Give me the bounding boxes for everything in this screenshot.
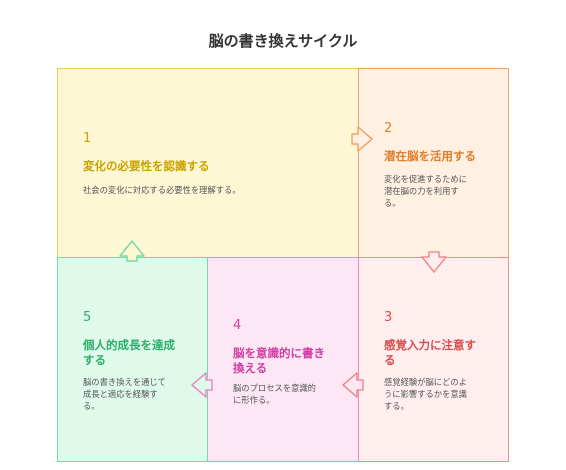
step-5-heading: 個人的成長を達成 する (83, 338, 175, 367)
step-4-description: 脳のプロセスを意識的 に形作る。 (233, 383, 316, 405)
step-4-number: 4 (233, 318, 242, 333)
step-4-box: 4 脳を意識的に書き 換える 脳のプロセスを意識的 に形作る。 (207, 257, 359, 462)
step-1-heading: 変化の必要性を認識する (83, 159, 210, 173)
arrow-left-icon (342, 372, 364, 398)
step-5-number: 5 (83, 310, 92, 325)
step-1-description: 社会の変化に対応する必要性を理解する。 (83, 185, 241, 195)
step-5-box: 5 個人的成長を達成 する 脳の書き換えを通じて 成長と適応を経験す る。 (57, 257, 208, 462)
step-2-heading: 潜在脳を活用する (384, 149, 476, 163)
step-2-box: 2 潜在脳を活用する 変化を促進するために 潜在脳の力を利用す る。 (358, 68, 509, 258)
step-1-box: 1 変化の必要性を認識する 社会の変化に対応する必要性を理解する。 (57, 68, 359, 258)
arrow-left-icon (191, 372, 213, 398)
arrow-up-icon (119, 240, 145, 262)
step-2-description: 変化を促進するために 潜在脳の力を利用す る。 (384, 174, 467, 208)
arrow-down-icon (421, 251, 447, 273)
step-2-number: 2 (384, 121, 393, 136)
step-3-box: 3 感覚入力に注意す る 感覚経験が脳にどのよ うに影響するかを意識 する。 (358, 257, 509, 462)
step-3-heading: 感覚入力に注意す る (384, 338, 476, 367)
step-5-description: 脳の書き換えを通じて 成長と適応を経験す る。 (83, 377, 166, 411)
step-1-number: 1 (83, 131, 92, 146)
step-4-heading: 脳を意識的に書き 換える (233, 346, 325, 375)
diagram-title: 脳の書き換えサイクル (208, 32, 358, 50)
step-3-description: 感覚経験が脳にどのよ うに影響するかを意識 する。 (384, 377, 467, 411)
step-3-number: 3 (384, 310, 393, 325)
arrow-right-icon (351, 126, 373, 152)
